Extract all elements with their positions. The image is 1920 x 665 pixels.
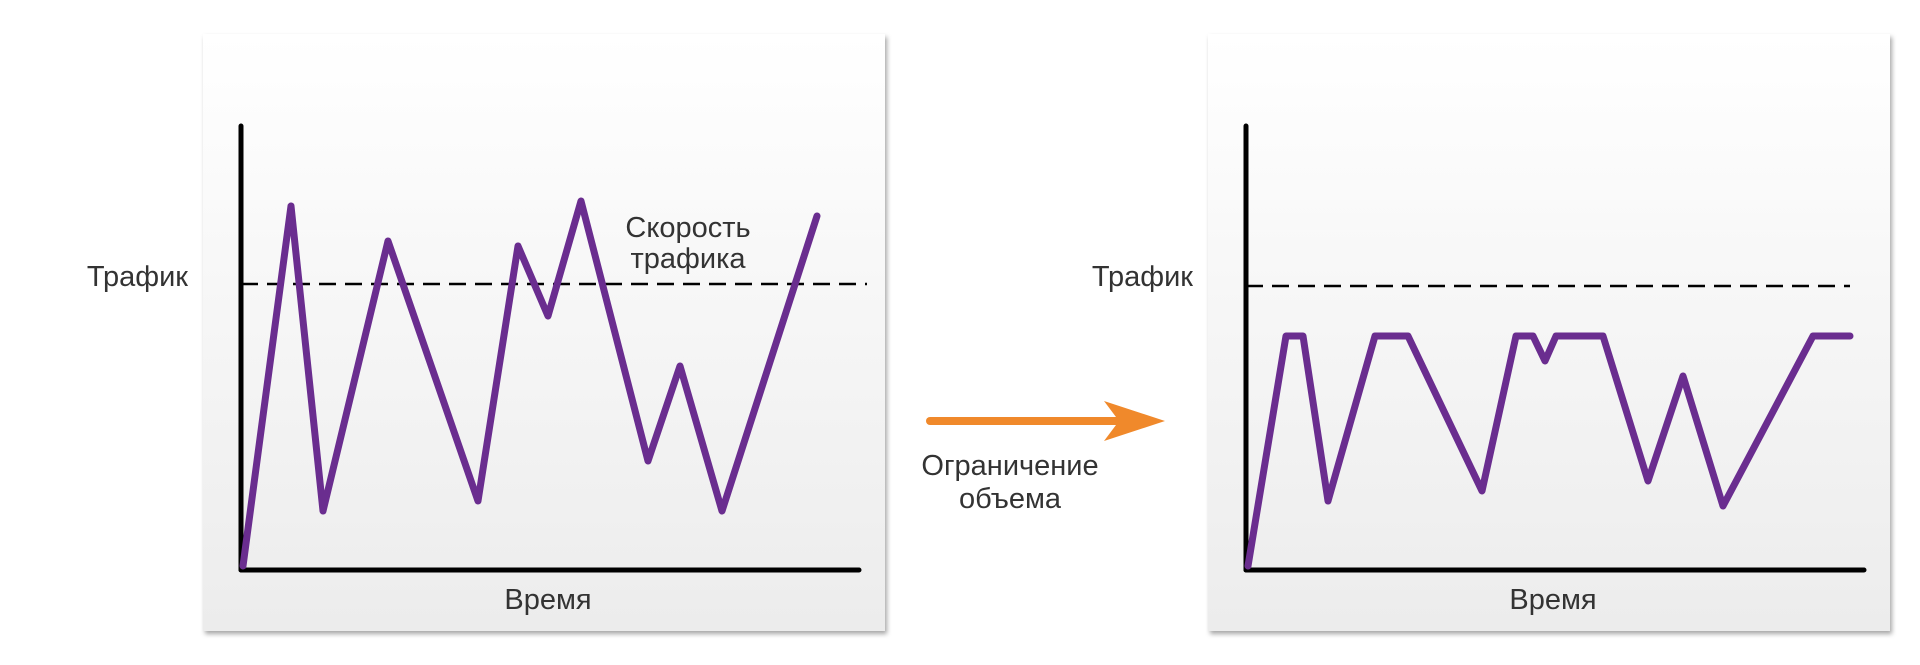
right-panel-background <box>1208 34 1890 631</box>
right-x-axis-label: Время <box>1509 584 1596 616</box>
left-y-axis-label: Трафик <box>87 261 188 293</box>
left-x-axis-label: Время <box>504 584 591 616</box>
left-panel: Трафик Время Скорость трафика <box>87 34 885 631</box>
right-y-axis-label: Трафик <box>1092 261 1193 293</box>
shaping-transition: Ограничение объема <box>921 401 1165 515</box>
left-traffic-trace <box>239 197 821 570</box>
right-traffic-trace <box>1244 332 1854 570</box>
shaping-label-line2: объема <box>959 483 1062 515</box>
right-arrow-icon <box>926 401 1165 441</box>
rate-label-line1: Скорость <box>625 212 750 244</box>
rate-label-line2: трафика <box>630 243 746 275</box>
right-panel: Трафик Время <box>1092 34 1890 631</box>
shaping-label-line1: Ограничение <box>921 450 1098 482</box>
left-panel-background <box>203 34 885 631</box>
